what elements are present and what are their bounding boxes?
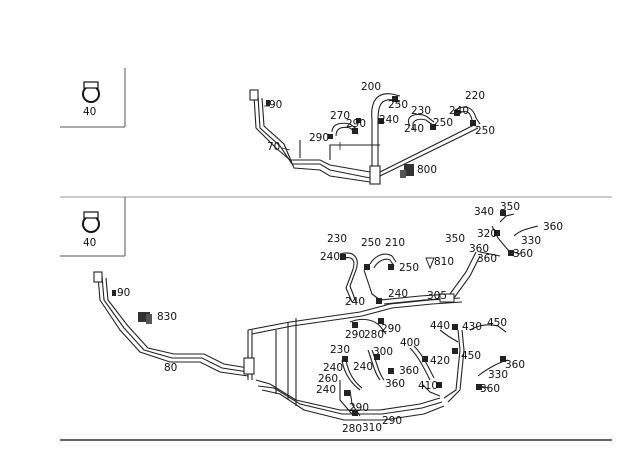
sensor-810: [425, 257, 435, 270]
callout-label: 280: [364, 329, 385, 341]
callout-label: 310: [362, 422, 383, 434]
callout-label: 240: [320, 251, 341, 263]
callout-label: 290: [346, 118, 367, 130]
callout-label: 360: [477, 253, 498, 265]
callout-label: 420: [430, 355, 451, 367]
callout-label: 230: [411, 105, 432, 117]
clamp-icon: [82, 81, 100, 103]
callout-label: 290: [345, 329, 366, 341]
callout-label: 290: [382, 415, 403, 427]
callout-label: 280: [342, 423, 363, 435]
callout-label: 240: [379, 114, 400, 126]
callout-label: 360: [480, 383, 501, 395]
valve-800: [400, 164, 414, 178]
top-clamps: [266, 96, 476, 139]
callout-label: 240: [449, 105, 470, 117]
callout-label: 360: [399, 365, 420, 377]
connector-305: [439, 293, 455, 303]
callout-label: 410: [418, 380, 439, 392]
top-inset-box: [60, 68, 126, 128]
callout-label: 240: [404, 123, 425, 135]
callout-label: 290: [349, 402, 370, 414]
top-pipe-assembly: [249, 89, 481, 185]
valve-830: [138, 312, 152, 324]
callout-label: 240: [353, 361, 374, 373]
callout-label: 70: [267, 141, 281, 153]
callout-label: 350: [500, 201, 521, 213]
callout-label: 340: [474, 206, 495, 218]
callout-label: 300: [373, 346, 394, 358]
callout-label: 210: [385, 237, 406, 249]
callout-label: 290: [381, 323, 402, 335]
callout-label: 250: [388, 99, 409, 111]
callout-label: 360: [505, 359, 526, 371]
callout-label: 250: [399, 262, 420, 274]
callout-label: 90: [269, 99, 283, 111]
callout-label: 430: [462, 321, 483, 333]
callout-label: 220: [465, 90, 486, 102]
callout-label: 250: [433, 117, 454, 129]
callout-label: 360: [543, 221, 564, 233]
callout-label: 230: [330, 344, 351, 356]
callout-label: 800: [417, 164, 438, 176]
callout-label: 450: [461, 350, 482, 362]
clamp-icon: [82, 211, 100, 233]
inset-label: 40: [83, 237, 97, 249]
callout-label: 270: [330, 110, 351, 122]
callout-label: 360: [469, 243, 490, 255]
callout-label: 440: [430, 320, 451, 332]
callout-label: 240: [323, 362, 344, 374]
callout-label: 830: [157, 311, 178, 323]
inset-label: 40: [83, 106, 97, 118]
callout-label: 240: [388, 288, 409, 300]
callout-label: 90: [117, 287, 131, 299]
callout-label: 305: [427, 290, 448, 302]
callout-label: 360: [385, 378, 406, 390]
callout-label: 450: [487, 317, 508, 329]
callout-label: 330: [521, 235, 542, 247]
callout-label: 250: [475, 125, 496, 137]
callout-label: 400: [400, 337, 421, 349]
bottom-inset-box: [60, 197, 126, 257]
callout-label: 330: [488, 369, 509, 381]
bottom-pipe-assembly: [93, 213, 539, 421]
callout-label: 200: [361, 81, 382, 93]
callout-label: 240: [345, 296, 366, 308]
callout-label: 320: [477, 228, 498, 240]
callout-label: 230: [327, 233, 348, 245]
callout-label: 350: [445, 233, 466, 245]
callout-label: 240: [316, 384, 337, 396]
callout-label: 250: [361, 237, 382, 249]
callout-label: 260: [318, 373, 339, 385]
bottom-clamps: [112, 210, 514, 416]
callout-label: 290: [309, 132, 330, 144]
callout-label: 80: [164, 362, 178, 374]
callout-label: 360: [513, 248, 534, 260]
callout-label: 810: [434, 256, 455, 268]
